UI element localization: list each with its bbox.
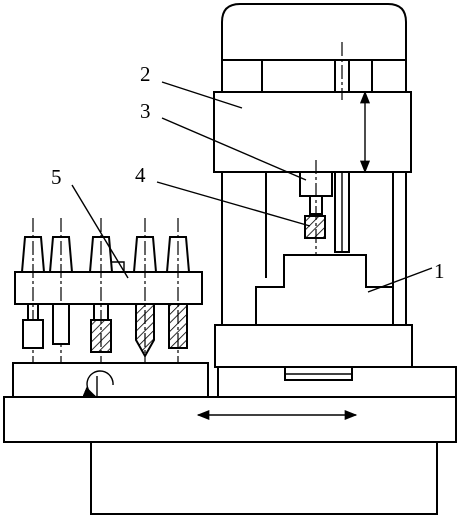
leader-lines: [71, 81, 433, 293]
machine-base: [90, 441, 438, 515]
column-upper: [221, 59, 407, 93]
column-top: [221, 3, 407, 60]
carriage: [217, 366, 457, 398]
worktable: [3, 396, 457, 443]
label-4: 4: [135, 163, 146, 187]
magazine-tools: [22, 303, 188, 359]
column-base: [214, 324, 413, 368]
spindle-head: [213, 91, 412, 173]
magazine-rotation-arrow: [82, 370, 114, 397]
label-5: 5: [51, 165, 62, 189]
workpiece: [255, 254, 394, 326]
label-1: 1: [434, 259, 445, 283]
label-2: 2: [140, 62, 151, 86]
spindle-tool: [304, 215, 326, 239]
magazine-plate: [14, 271, 203, 305]
label-3: 3: [140, 99, 151, 123]
magazine-base: [12, 362, 209, 398]
